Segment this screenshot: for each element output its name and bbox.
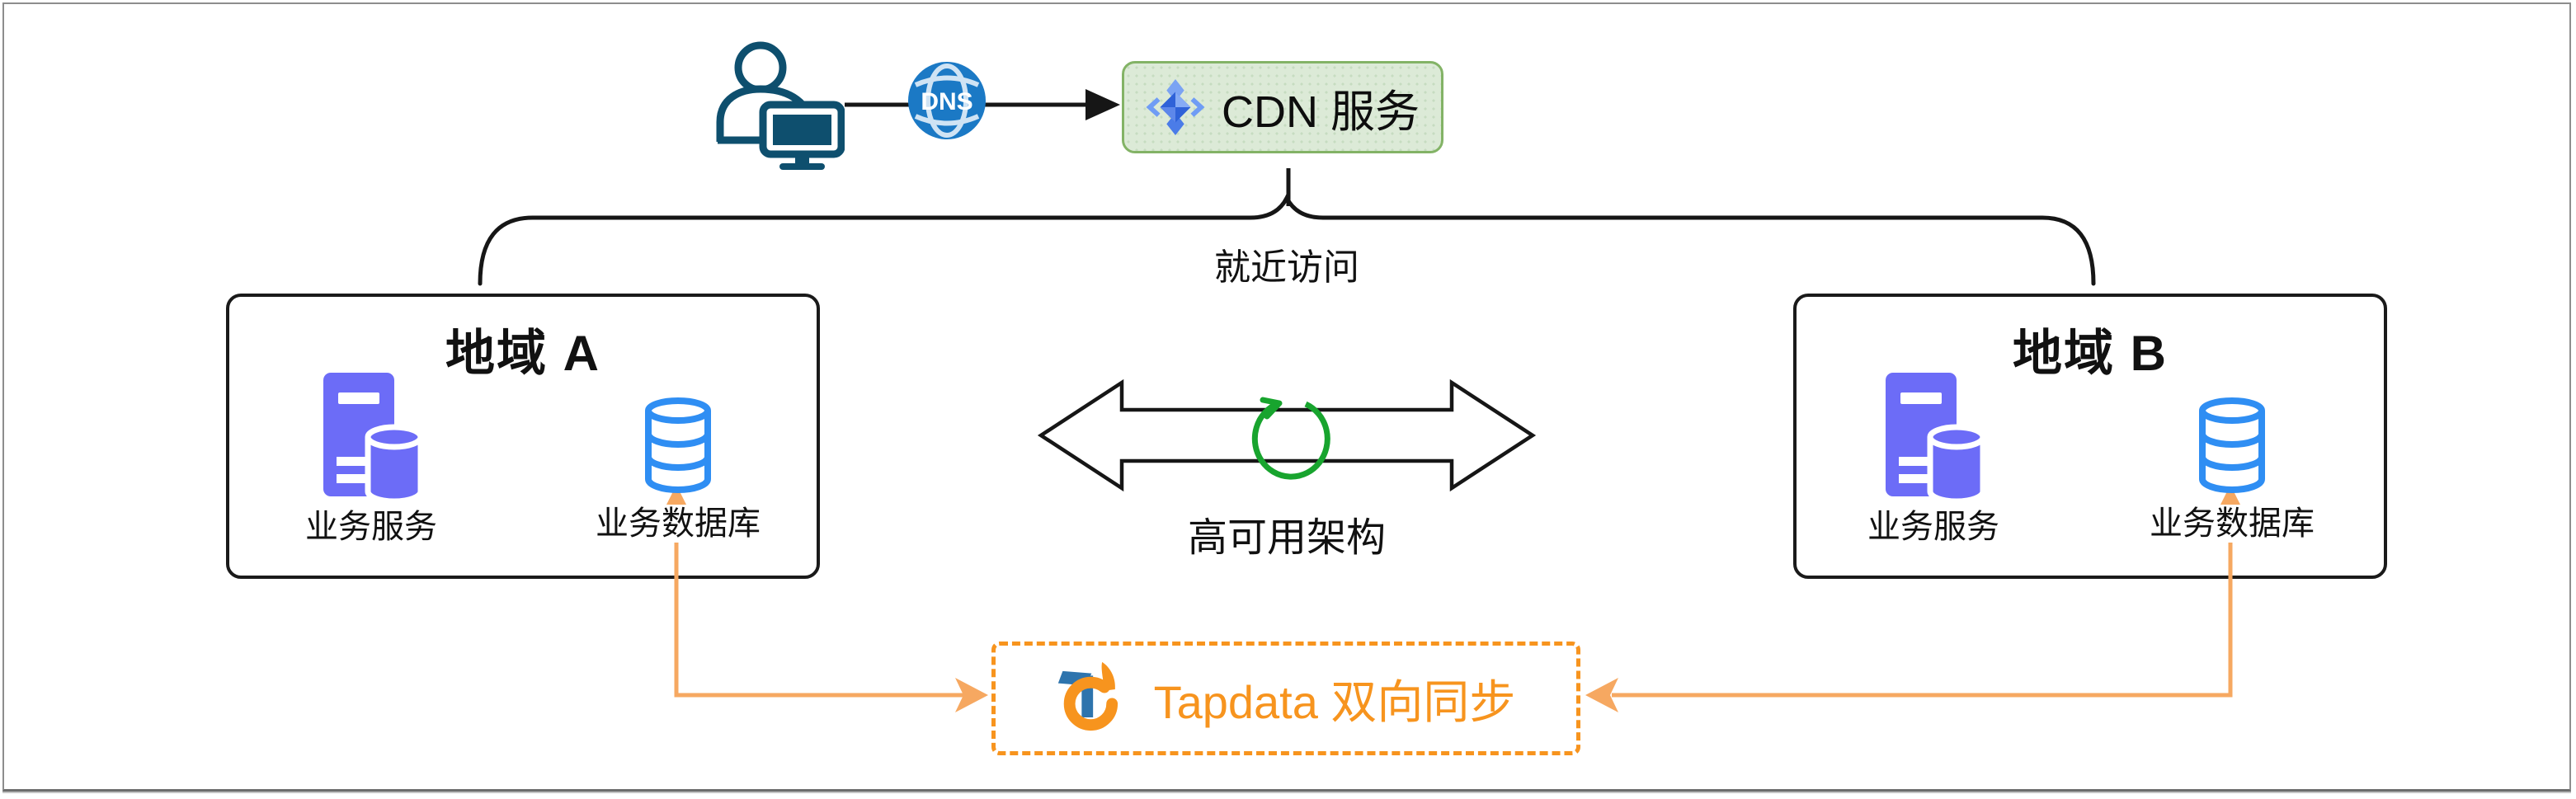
nearby-access-label: 就近访问	[1214, 247, 1359, 288]
region-b-service-label: 业务服务	[1861, 508, 2006, 546]
region-b-database-icon	[2199, 397, 2265, 493]
region-a-database-icon	[645, 397, 711, 493]
region-a-database-label: 业务数据库	[589, 505, 767, 543]
refresh-sync-icon	[1251, 397, 1330, 480]
bidirectional-arrow-shape	[1037, 378, 1537, 492]
dns-icon: DNS	[908, 62, 986, 139]
high-availability-label: 高可用架构	[1187, 516, 1387, 560]
cdn-label: CDN 服务	[1222, 87, 1420, 137]
region-b-database-label: 业务数据库	[2143, 505, 2321, 543]
user-workstation-icon	[716, 41, 845, 170]
dns-badge-text: DNS	[921, 88, 972, 115]
cdn-service-node: CDN 服务	[1122, 61, 1443, 153]
region-b-server-icon	[1886, 373, 1986, 503]
cdn-icon	[1146, 78, 1205, 136]
region-a-title: 地域 A	[445, 326, 600, 381]
region-a-service-label: 业务服务	[299, 508, 444, 546]
tapdata-sync-node: Tapdata 双向同步	[991, 642, 1580, 755]
curly-brace	[478, 193, 2096, 286]
region-b-title: 地域 B	[2013, 326, 2168, 381]
tapdata-sync-label: Tapdata 双向同步	[1153, 675, 1516, 728]
region-a-server-icon	[323, 373, 424, 503]
tapdata-logo-icon	[1057, 661, 1118, 731]
